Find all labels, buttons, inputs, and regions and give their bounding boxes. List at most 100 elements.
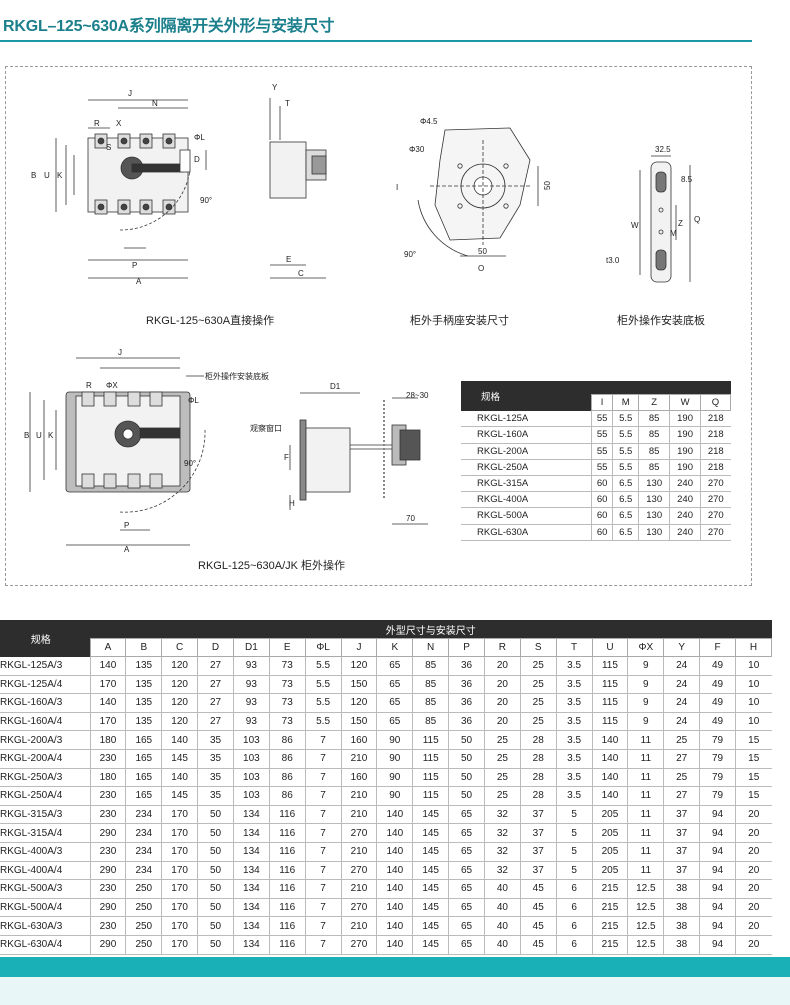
spec-value-cell: 270 bbox=[700, 507, 731, 525]
dims-value-cell: 11 bbox=[627, 842, 664, 862]
dims-value-cell: 38 bbox=[663, 879, 700, 899]
dims-value-cell: 10 bbox=[734, 656, 772, 676]
dims-value-cell: 65 bbox=[376, 656, 413, 676]
dims-value-cell: 3.5 bbox=[555, 730, 593, 750]
dim-U-external: U bbox=[36, 431, 42, 440]
dim-phi45: Φ4.5 bbox=[420, 117, 438, 126]
dims-value-cell: 115 bbox=[412, 749, 449, 769]
dims-value-cell: 90 bbox=[376, 730, 413, 750]
dim-phi30: Φ30 bbox=[409, 145, 425, 154]
spec-value-cell: 85 bbox=[638, 410, 670, 428]
dims-value-cell: 230 bbox=[89, 916, 126, 936]
dims-value-cell: 65 bbox=[448, 861, 485, 881]
spec-value-cell: 55 bbox=[590, 410, 613, 428]
dim-B-external: B bbox=[24, 431, 29, 440]
dims-value-cell: 25 bbox=[519, 675, 557, 695]
external-side-drawing bbox=[289, 392, 428, 525]
dims-value-cell: 205 bbox=[591, 861, 628, 881]
dims-value-cell: 35 bbox=[197, 730, 234, 750]
dims-value-cell: 65 bbox=[448, 916, 485, 936]
dims-value-cell: 27 bbox=[197, 712, 234, 732]
spec-value-cell: 6.5 bbox=[612, 507, 639, 525]
dim-70: 70 bbox=[406, 514, 415, 523]
dims-value-cell: 90 bbox=[376, 768, 413, 788]
dims-value-cell: 165 bbox=[125, 749, 162, 769]
dims-value-cell: 5 bbox=[555, 823, 593, 843]
dims-model-cell: RKGL-160A/4 bbox=[0, 712, 90, 732]
dims-value-cell: 7 bbox=[304, 730, 342, 750]
dims-model-cell: RKGL-200A/4 bbox=[0, 749, 90, 769]
dim-L: ΦL bbox=[194, 133, 205, 142]
dims-value-cell: 37 bbox=[519, 805, 557, 825]
dims-value-cell: 45 bbox=[519, 916, 557, 936]
dims-value-cell: 93 bbox=[232, 712, 270, 732]
dims-value-cell: 145 bbox=[412, 898, 449, 918]
dims-value-cell: 38 bbox=[663, 935, 700, 955]
dims-value-cell: 65 bbox=[376, 693, 413, 713]
dims-value-cell: 40 bbox=[483, 879, 521, 899]
dims-value-cell: 50 bbox=[197, 861, 234, 881]
dims-value-cell: 25 bbox=[519, 693, 557, 713]
dims-value-cell: 234 bbox=[125, 805, 162, 825]
dims-value-cell: 15 bbox=[734, 749, 772, 769]
dims-header-group: 外型尺寸与安装尺寸 bbox=[90, 620, 772, 639]
dims-value-cell: 140 bbox=[376, 823, 413, 843]
dims-value-cell: 79 bbox=[699, 768, 736, 788]
spec-value-cell: 60 bbox=[590, 475, 613, 493]
dims-col-header: R bbox=[483, 638, 521, 657]
dims-value-cell: 28 bbox=[519, 730, 557, 750]
dim-t3: t3.0 bbox=[606, 256, 620, 265]
dims-value-cell: 150 bbox=[340, 712, 377, 732]
spec-value-cell: 190 bbox=[669, 459, 701, 476]
dims-value-cell: 230 bbox=[89, 749, 126, 769]
dims-value-cell: 3.5 bbox=[555, 693, 593, 713]
dims-value-cell: 20 bbox=[483, 656, 521, 676]
dims-value-cell: 134 bbox=[232, 805, 270, 825]
dims-value-cell: 50 bbox=[448, 730, 485, 750]
dims-value-cell: 25 bbox=[519, 712, 557, 732]
dims-value-cell: 3.5 bbox=[555, 786, 593, 806]
dims-value-cell: 140 bbox=[376, 916, 413, 936]
dims-col-header: C bbox=[161, 638, 199, 657]
technical-drawings: J N R S X ΦL D B U K 90° P A Y T E C Φ4.… bbox=[24, 83, 700, 554]
dims-value-cell: 85 bbox=[412, 712, 449, 732]
dims-value-cell: 115 bbox=[412, 730, 449, 750]
dims-value-cell: 145 bbox=[412, 842, 449, 862]
dims-value-cell: 15 bbox=[734, 786, 772, 806]
dims-value-cell: 120 bbox=[161, 656, 198, 676]
dims-value-cell: 160 bbox=[340, 768, 377, 788]
dims-value-cell: 49 bbox=[699, 693, 736, 713]
page-title: RKGL–125~630A系列隔离开关外形与安装尺寸 bbox=[3, 18, 335, 35]
dims-value-cell: 9 bbox=[627, 656, 664, 676]
dims-value-cell: 49 bbox=[699, 656, 736, 676]
dims-value-cell: 25 bbox=[519, 656, 557, 676]
dims-value-cell: 165 bbox=[125, 730, 162, 750]
dims-value-cell: 140 bbox=[376, 842, 413, 862]
dims-value-cell: 205 bbox=[591, 805, 628, 825]
dims-col-header: S bbox=[519, 638, 557, 657]
dims-value-cell: 50 bbox=[448, 768, 485, 788]
dim-J: J bbox=[128, 89, 132, 98]
dims-col-header: T bbox=[555, 638, 593, 657]
dims-col-header: A bbox=[89, 638, 127, 657]
dims-value-cell: 135 bbox=[125, 712, 162, 732]
dims-value-cell: 45 bbox=[519, 935, 557, 955]
dims-col-header: K bbox=[376, 638, 414, 657]
footer-band-light bbox=[0, 977, 790, 1005]
dims-value-cell: 7 bbox=[304, 898, 342, 918]
spec-col-header: W bbox=[669, 393, 701, 412]
dims-value-cell: 140 bbox=[89, 656, 126, 676]
dims-value-cell: 37 bbox=[519, 823, 557, 843]
dims-value-cell: 36 bbox=[448, 693, 485, 713]
spec-value-cell: 6.5 bbox=[612, 475, 639, 493]
footer-band bbox=[0, 957, 790, 977]
dims-value-cell: 116 bbox=[268, 842, 306, 862]
